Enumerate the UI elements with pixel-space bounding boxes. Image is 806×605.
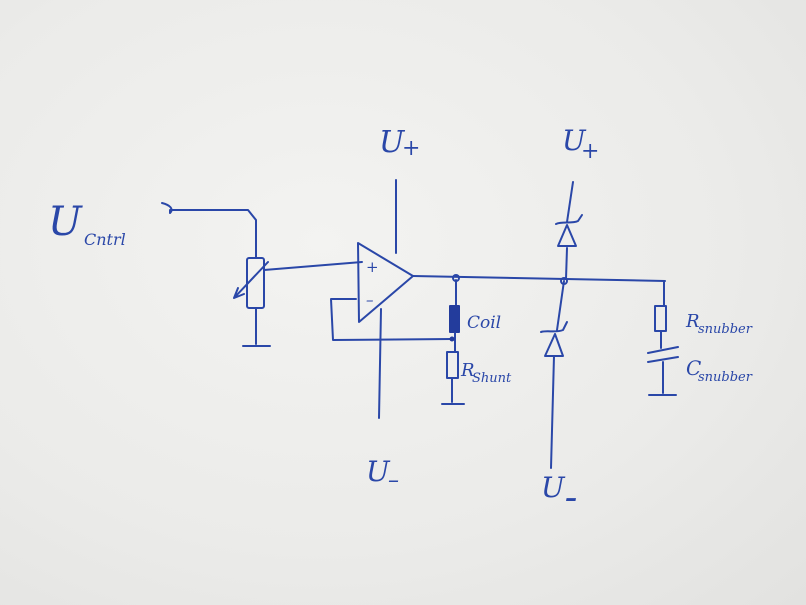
coil-inductor <box>449 305 460 333</box>
positive-supply-wire <box>565 181 574 280</box>
snubber-resistor-subscript: snubber <box>698 322 753 337</box>
upper-diode-triangle <box>557 224 577 247</box>
opamp-negative-supply-subscript: – <box>388 468 399 493</box>
shunt-resistor-subscript: Shunt <box>472 371 512 386</box>
upper-diode-bar <box>555 214 583 225</box>
snubber-capacitor <box>647 330 679 396</box>
potentiometer-adjust-arrow <box>233 261 269 299</box>
output-rail-wire <box>412 275 666 282</box>
opamp-negative-supply-label: U <box>366 455 391 488</box>
diode-negative-supply-label: U <box>541 471 566 504</box>
control-voltage-subscript: Cntrl <box>84 230 126 249</box>
opamp-negative-supply-wire <box>378 308 382 419</box>
snubber-resistor <box>654 305 667 332</box>
lower-diode-bar <box>540 321 568 333</box>
lower-diode-triangle <box>544 333 564 357</box>
shunt-resistor-label: R <box>460 360 475 381</box>
snubber-capacitor-subscript: snubber <box>698 370 753 385</box>
diode-positive-supply-subscript: + <box>581 139 599 164</box>
potentiometer-ground <box>242 307 271 347</box>
snubber-capacitor-label: C <box>686 356 701 380</box>
control-voltage-label: U <box>48 199 83 245</box>
shunt-resistor <box>446 351 459 379</box>
wiper-to-opamp-wire <box>263 261 363 271</box>
opamp-plus-label: + <box>366 258 379 276</box>
opamp-minus-label: – <box>366 291 374 309</box>
snubber-resistor-label: R <box>685 311 700 332</box>
lower-diode-wire <box>550 280 565 469</box>
opamp-positive-supply-subscript: + <box>402 136 420 161</box>
shunt-ground <box>441 377 465 405</box>
diode-positive-supply-label: U <box>562 124 587 157</box>
opamp-triangle <box>357 242 414 323</box>
feedback-wire <box>330 298 453 341</box>
potentiometer-body <box>246 257 265 309</box>
opamp-positive-supply-label: U <box>379 125 406 160</box>
diode-negative-supply-subscript: – <box>565 483 577 512</box>
feedback-node-dot <box>449 336 455 342</box>
coil-label: Coil <box>467 313 501 333</box>
control-input-wire <box>161 202 257 259</box>
